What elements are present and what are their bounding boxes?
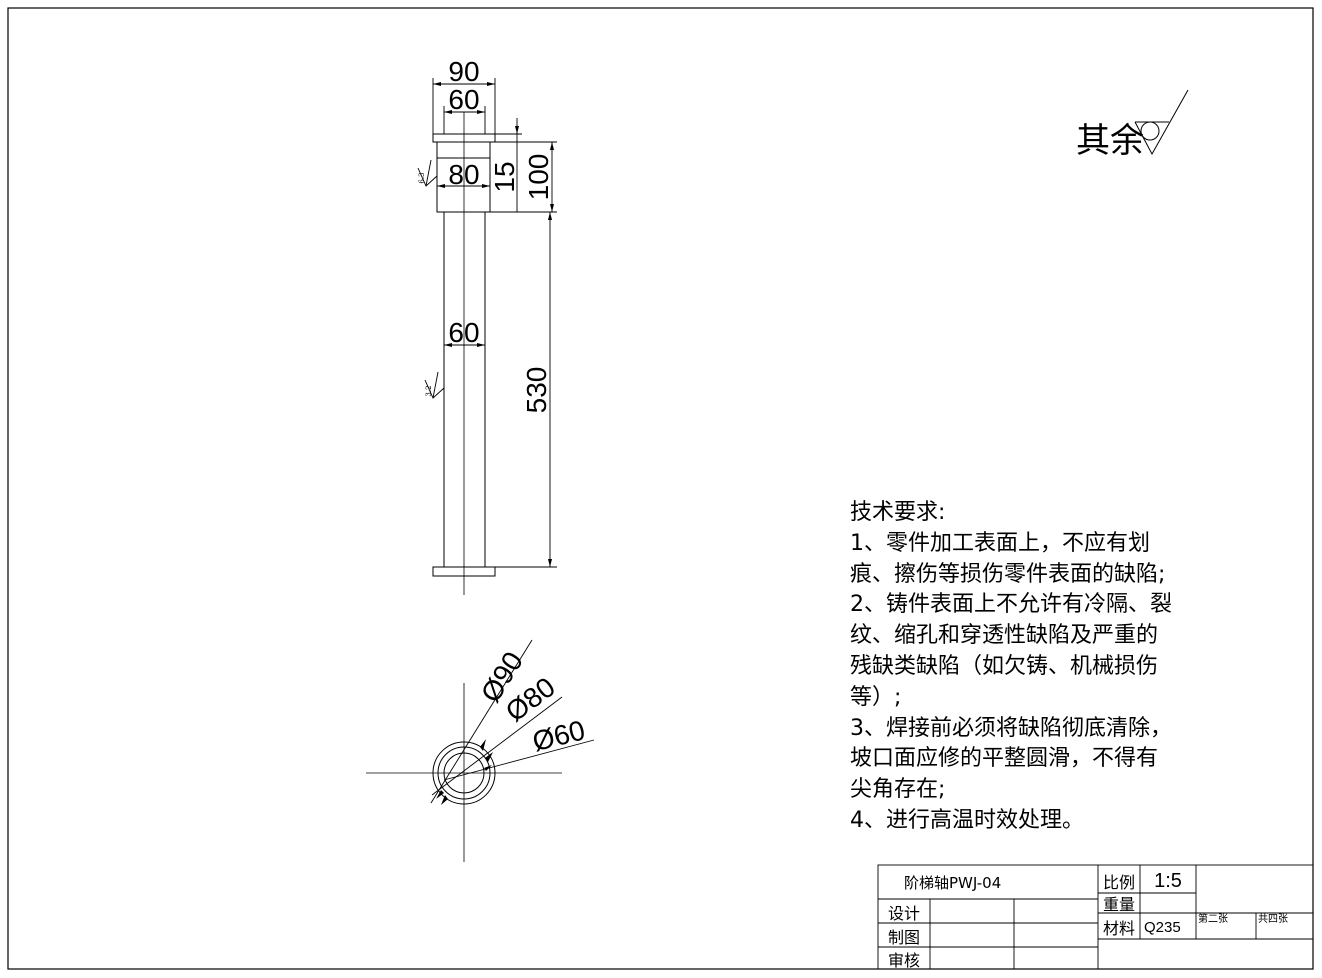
dim-530: 530 xyxy=(521,367,552,414)
design-label: 设计 xyxy=(888,904,920,923)
dim-60-shaft: 60 xyxy=(448,317,479,348)
tech-line: 痕、擦伤等损伤零件表面的缺陷; xyxy=(850,561,1166,587)
tech-line: 2、铸件表面上不允许有冷隔、裂 xyxy=(850,592,1172,618)
roughness-symbol-lower xyxy=(424,371,445,399)
roughness-general-label: 其余 xyxy=(1076,121,1144,161)
review-label: 审核 xyxy=(888,951,920,970)
sheet-border xyxy=(7,7,1314,970)
scale-value: 1:5 xyxy=(1154,870,1182,892)
roughness-value-upper: 6.3 xyxy=(418,172,426,183)
shaft-front-view xyxy=(432,112,496,595)
dim-90: 90 xyxy=(448,56,479,87)
part-name: 阶梯轴PWJ-04 xyxy=(904,874,1001,892)
tech-line: 纹、缩孔和穿透性缺陷及严重的 xyxy=(850,623,1159,649)
section-arrows xyxy=(436,739,493,805)
scale-label: 比例 xyxy=(1103,873,1135,892)
technical-requirements: 技术要求: 1、零件加工表面上，不应有划 痕、擦伤等损伤零件表面的缺陷; 2、铸… xyxy=(850,498,1210,837)
weight-label: 重量 xyxy=(1103,895,1135,914)
dim-100: 100 xyxy=(523,154,554,201)
material-value: Q235 xyxy=(1144,919,1181,936)
drawing-label: 制图 xyxy=(888,928,920,947)
dim-60-top: 60 xyxy=(448,84,479,115)
title-block xyxy=(877,864,1314,970)
tech-line: 3、焊接前必须将缺陷彻底清除， xyxy=(850,715,1172,741)
roughness-value-lower: 3.2 xyxy=(425,385,433,396)
tech-line: 4、进行高温时效处理。 xyxy=(850,807,1084,833)
section-view xyxy=(366,639,595,862)
roughness-general-symbol xyxy=(1134,89,1189,156)
dimension-arrows xyxy=(433,82,554,567)
tech-line: 残缺类缺陷（如欠铸、机械损伤 xyxy=(850,653,1159,679)
front-view-dimensions xyxy=(432,78,557,568)
sheet-number: 第二张 xyxy=(1198,912,1228,925)
roughness-symbol-upper xyxy=(417,159,438,187)
dim-80: 80 xyxy=(448,159,479,190)
tech-line: 尖角存在; xyxy=(850,777,946,803)
tech-line: 1、零件加工表面上，不应有划 xyxy=(850,530,1150,556)
dim-phi60: Ø60 xyxy=(529,714,588,757)
dim-15: 15 xyxy=(489,161,520,192)
tech-line: 等）; xyxy=(850,684,902,710)
sheet-total: 共四张 xyxy=(1258,913,1288,925)
tech-title: 技术要求: xyxy=(850,500,946,525)
tech-line: 坡口面应修的平整圆滑，不得有 xyxy=(850,746,1159,772)
material-label: 材料 xyxy=(1103,919,1135,938)
